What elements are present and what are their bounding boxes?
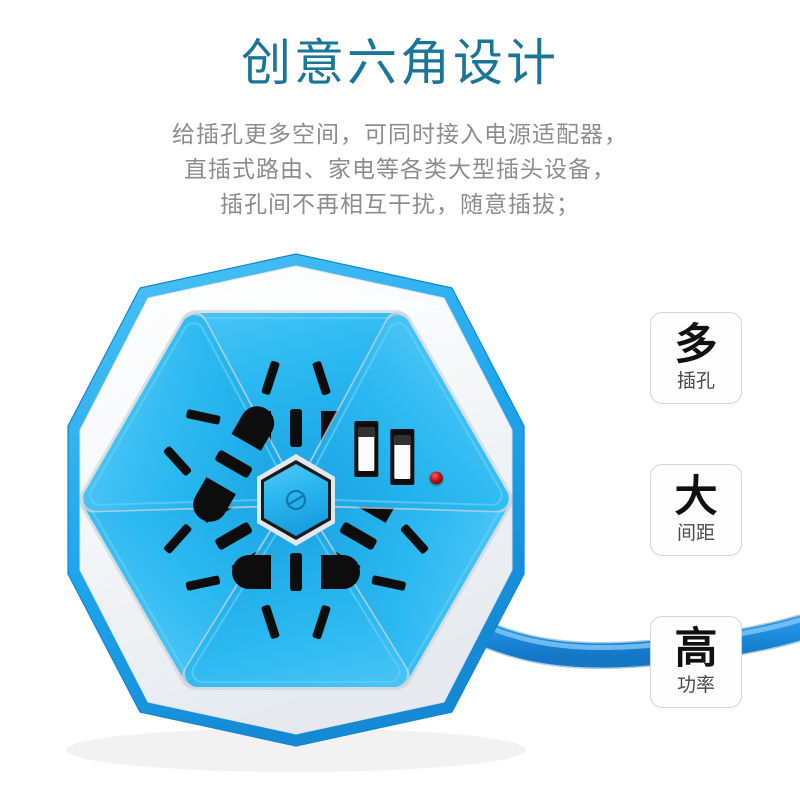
badge-caption: 间距 bbox=[676, 522, 715, 544]
badge-headline: 高 bbox=[674, 624, 718, 674]
badge-high-power[interactable]: 高 功率 bbox=[650, 616, 742, 708]
usb-panel[interactable] bbox=[239, 306, 517, 598]
badge-caption: 插孔 bbox=[676, 370, 715, 392]
badge-wide-spacing[interactable]: 大 间距 bbox=[650, 464, 742, 556]
badge-caption: 功率 bbox=[676, 674, 715, 696]
badge-headline: 多 bbox=[674, 320, 718, 370]
subtitle-line-1: 给插孔更多空间，可同时接入电源适配器， bbox=[172, 122, 628, 148]
product-image bbox=[0, 230, 800, 800]
page-title: 创意六角设计 bbox=[241, 34, 559, 92]
subtitle-line-2: 直插式路由、家电等各类大型插头设备， bbox=[184, 157, 616, 183]
usb-port-1[interactable] bbox=[354, 421, 379, 477]
page-subtitle: 给插孔更多空间，可同时接入电源适配器， 直插式路由、家电等各类大型插头设备， 插… bbox=[0, 118, 800, 223]
subtitle-line-3: 插孔间不再相互干扰，随意插拔； bbox=[220, 192, 580, 218]
usb-port-2[interactable] bbox=[390, 429, 415, 485]
power-symbol-icon bbox=[285, 489, 307, 511]
power-led bbox=[428, 471, 444, 487]
power-button[interactable] bbox=[257, 454, 335, 546]
badge-many-outlets[interactable]: 多 插孔 bbox=[650, 312, 742, 404]
badge-headline: 大 bbox=[674, 472, 718, 522]
